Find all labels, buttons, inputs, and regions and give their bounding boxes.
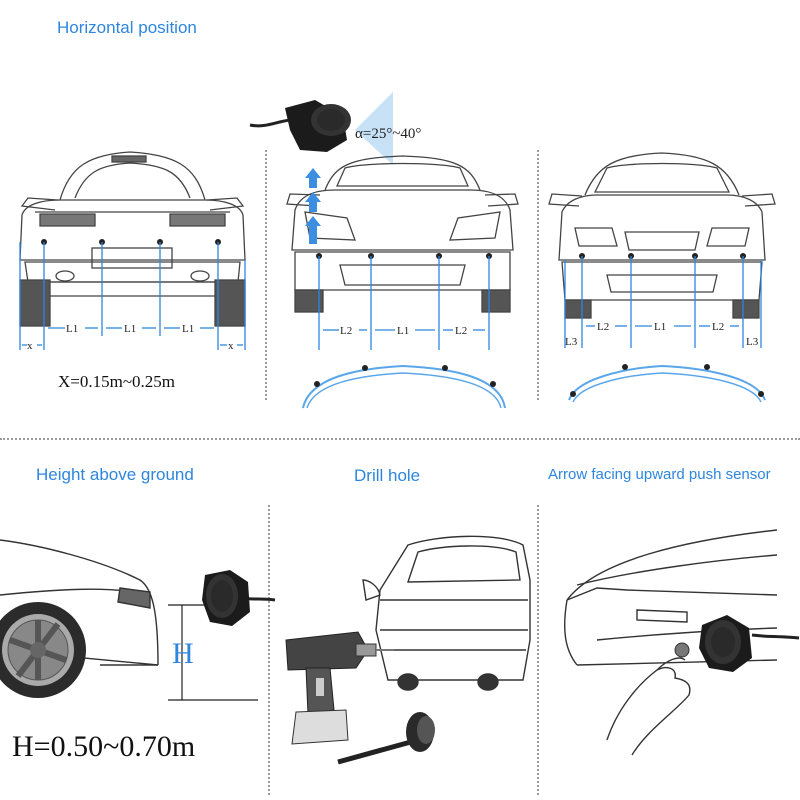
side-label-l3-left: L3 — [565, 336, 578, 348]
rear-label-l1-b: L1 — [124, 323, 136, 335]
rear-label-x-right: x — [228, 340, 234, 352]
heading-drill-hole: Drill hole — [354, 466, 421, 485]
front-car-diagram: α=25°~40° — [249, 92, 519, 409]
divider-top-left — [265, 150, 267, 400]
rear-label-l1-a: L1 — [66, 323, 78, 335]
front-label-l2-right: L2 — [455, 325, 467, 337]
side-label-l3-right: L3 — [746, 336, 759, 348]
angle-label: α=25°~40° — [355, 126, 421, 142]
push-sensor-diagram — [564, 529, 800, 756]
height-formula: H=0.50~0.70m — [12, 730, 196, 763]
rear-car-diagram: x L1 L1 L1 x — [19, 151, 246, 352]
height-diagram: H — [0, 539, 276, 701]
sensor-icon — [249, 100, 351, 152]
divider-horizontal — [0, 438, 800, 440]
sensor-icon — [202, 570, 276, 626]
sensor-icon — [699, 615, 800, 672]
drill-diagram — [285, 535, 531, 765]
divider-bottom-left — [268, 505, 270, 795]
front-label-l1: L1 — [397, 325, 409, 337]
front-label-l2-left: L2 — [340, 325, 352, 337]
side-label-l2-right: L2 — [712, 321, 724, 333]
heading-horizontal-position: Horizontal position — [57, 18, 197, 37]
hole-saw-icon — [337, 712, 435, 765]
rear-label-l1-c: L1 — [182, 323, 194, 335]
heading-height-above-ground: Height above ground — [36, 465, 194, 484]
heading-arrow-push: Arrow facing upward push sensor — [548, 466, 771, 483]
wheel-icon — [0, 602, 86, 698]
side-label-l2-left: L2 — [597, 321, 609, 333]
side-label-l1: L1 — [654, 321, 666, 333]
divider-bottom-right — [537, 505, 539, 795]
rear-label-x-left: x — [27, 340, 33, 352]
divider-top-right — [537, 150, 539, 400]
height-marker: H — [172, 637, 194, 670]
hand-icon — [606, 657, 691, 756]
drill-icon — [285, 631, 394, 745]
side-car-diagram: L3 L2 L1 L2 L3 — [548, 152, 776, 403]
rear-formula: X=0.15m~0.25m — [58, 372, 176, 391]
